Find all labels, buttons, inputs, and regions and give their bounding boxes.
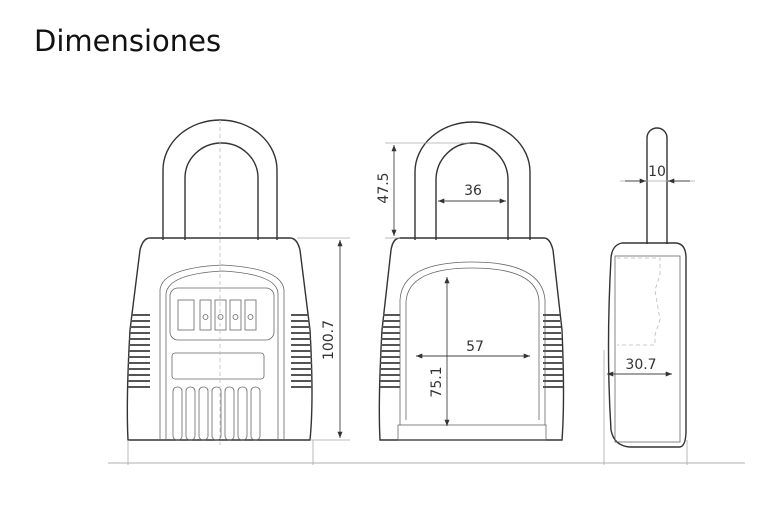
front-grille-right <box>291 314 312 388</box>
page-title: Dimensiones <box>34 24 222 58</box>
shackle-diameter-label: 10 <box>648 164 666 180</box>
compartment-height-label: 75.1 <box>429 366 445 397</box>
body-height-label: 100.7 <box>321 320 337 360</box>
side-view: 10 30.7 <box>603 127 695 465</box>
side-shackle <box>646 127 668 244</box>
back-view: 47.5 36 57 75.1 <box>376 121 565 441</box>
back-shackle <box>414 121 531 240</box>
back-body <box>378 237 565 441</box>
front-ribs <box>172 386 261 441</box>
shackle-inner-width-label: 36 <box>464 183 482 199</box>
body-depth-label: 30.7 <box>625 357 656 373</box>
compartment-width-label: 57 <box>466 339 484 355</box>
combination-dials <box>199 299 257 331</box>
shackle-clearance-label: 47.5 <box>376 172 392 203</box>
front-view: 100.7 <box>126 119 350 465</box>
side-body <box>607 242 687 448</box>
front-grille-left <box>128 314 150 388</box>
compartment-opening <box>399 261 546 425</box>
